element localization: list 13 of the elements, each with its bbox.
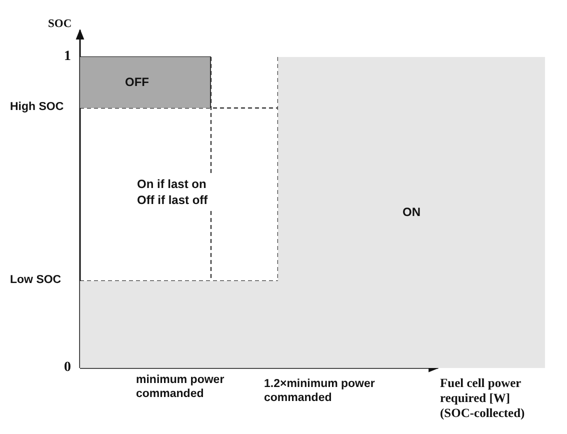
tick-label: 0 [64,360,71,377]
region-label: OFF [124,74,150,91]
region-label: ON [402,204,422,221]
on-region-shading [80,281,278,368]
tick-label: 1.2×minimum power commanded [264,378,376,406]
tick-label: 1 [64,49,71,66]
tick-label: Low SOC [10,274,62,288]
tick-label: minimum power commanded [136,374,226,402]
axis-title: SOC [48,18,72,32]
on-region [278,57,545,368]
tick-label: High SOC [10,101,64,115]
off-region [80,57,211,108]
axis-title: Fuel cell power required [W] (SOC-collected) [440,376,526,421]
